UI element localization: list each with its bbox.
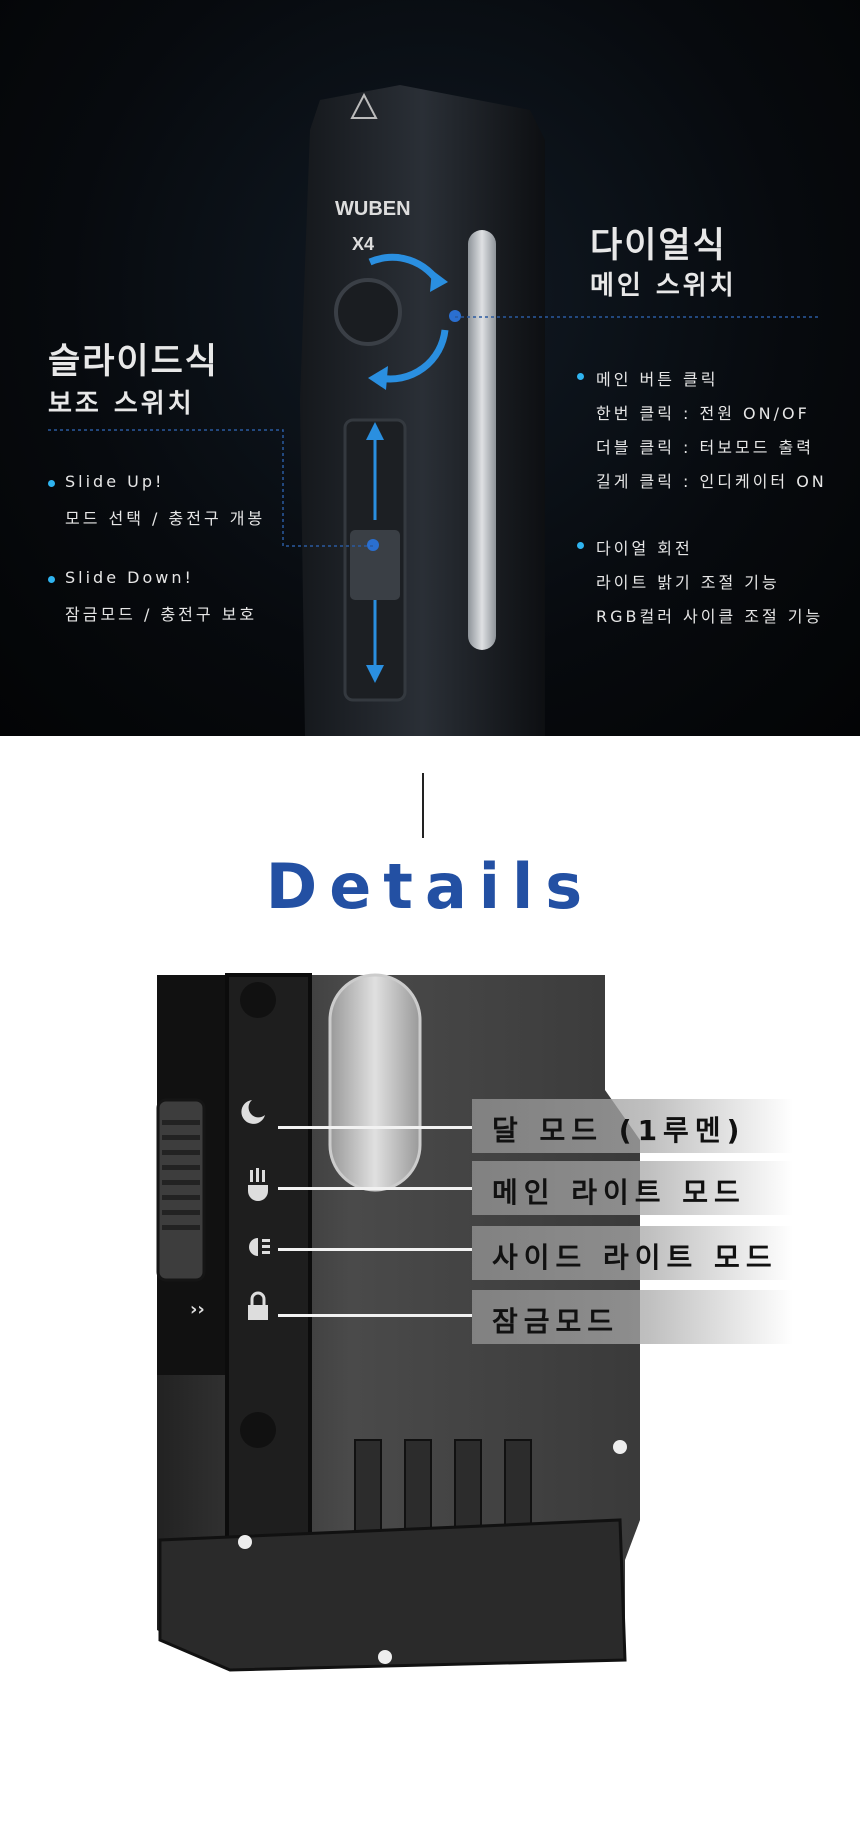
bullet-icon xyxy=(577,373,584,380)
dial-line: 라이트 밝기 조절 기능 xyxy=(596,573,780,592)
bullet-icon xyxy=(48,480,55,487)
slide-up-desc: 모드 선택 / 충전구 개봉 xyxy=(65,509,266,528)
main-button xyxy=(334,278,402,346)
left-title: 슬라이드식 xyxy=(48,342,220,382)
brand-logo: WUBEN xyxy=(335,198,411,220)
main-button-line: 길게 클릭 : 인디케이터 ON xyxy=(596,472,827,491)
details-title: Details xyxy=(265,850,595,923)
leader-line xyxy=(278,1126,472,1129)
mode-label-text: 사이드 라이트 모드 xyxy=(492,1241,778,1274)
mode-label-main-light: 메인 라이트 모드 xyxy=(472,1161,793,1215)
leader-line xyxy=(278,1187,472,1190)
main-button-line: 한번 클릭 : 전원 ON/OF xyxy=(596,404,810,423)
moon-icon xyxy=(241,1100,265,1124)
warning-icon xyxy=(350,92,378,119)
dial-head: 다이얼 회전 xyxy=(596,539,693,558)
mode-label-side-light: 사이드 라이트 모드 xyxy=(472,1226,793,1280)
divider-line xyxy=(422,773,424,838)
mode-label-lock: 잠금모드 xyxy=(472,1290,793,1344)
mode-label-text: 달 모드 (1루멘) xyxy=(492,1114,746,1147)
side-light-icon xyxy=(249,1238,270,1256)
slide-up-head: Slide Up! xyxy=(65,472,165,491)
right-subtitle: 메인 스위치 xyxy=(590,271,737,301)
slide-down-head: Slide Down! xyxy=(65,568,194,587)
flashlight-illustration: WUBEN X4 xyxy=(48,85,820,736)
leader-line xyxy=(278,1248,472,1251)
model-logo: X4 xyxy=(352,234,374,254)
dial-line: RGB컬러 사이클 조절 기능 xyxy=(596,607,824,626)
mode-label-text: 잠금모드 xyxy=(492,1305,620,1338)
leader-line xyxy=(278,1314,472,1317)
slide-down-desc: 잠금모드 / 충전구 보호 xyxy=(65,605,258,624)
bullet-icon xyxy=(48,576,55,583)
mode-label-moon: 달 모드 (1루멘) xyxy=(472,1099,793,1153)
lock-icon xyxy=(248,1291,268,1320)
mode-label-text: 메인 라이트 모드 xyxy=(492,1176,746,1209)
right-title: 다이얼식 xyxy=(590,226,727,266)
bullet-icon xyxy=(577,542,584,549)
svg-text:››: ›› xyxy=(190,1299,205,1320)
main-button-head: 메인 버튼 클릭 xyxy=(596,370,719,389)
hero-banner: WUBEN X4 슬라이드식 보조 스위치 Slide Up! 모드 선택 / … xyxy=(0,0,860,736)
main-light-icon xyxy=(248,1168,268,1201)
left-subtitle: 보조 스위치 xyxy=(48,389,195,419)
left-connector-line xyxy=(48,429,373,547)
main-button-line: 더블 클릭 : 터보모드 출력 xyxy=(596,438,814,457)
